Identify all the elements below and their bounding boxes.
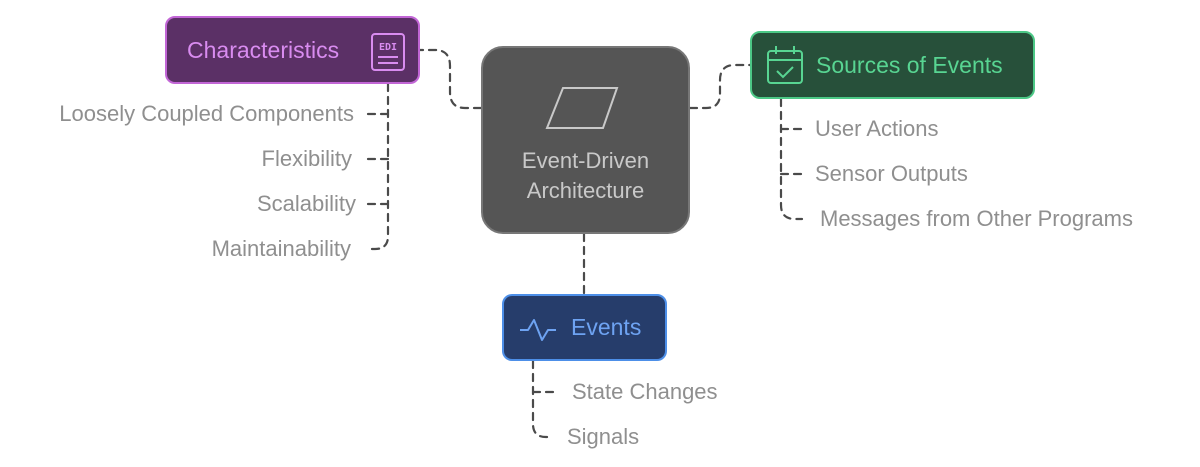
connector-center-characteristics <box>418 48 483 110</box>
sources-item-1: User Actions <box>815 116 939 141</box>
connector-sources-branch <box>779 97 804 221</box>
events-title: Events <box>571 314 642 340</box>
sources-title: Sources of Events <box>816 51 1003 78</box>
connector-center-sources <box>688 63 752 110</box>
parallelogram-icon <box>545 87 619 129</box>
center-title-line-1: Event-Driven <box>521 148 650 173</box>
sources-item-2: Sensor Outputs <box>815 161 968 186</box>
characteristics-node[interactable]: Characteristics EDI <box>165 16 420 84</box>
edi-icon-text: EDI <box>379 42 397 53</box>
events-item-1: State Changes <box>572 379 718 404</box>
center-node[interactable]: Event-Driven Architecture <box>481 46 690 234</box>
characteristics-item-1: Loosely Coupled Components <box>59 101 354 126</box>
events-item-2: Signals <box>567 424 640 449</box>
edi-document-icon: EDI <box>371 33 405 71</box>
sources-item-3: Messages from Other Programs <box>820 206 1133 231</box>
events-node[interactable]: Events <box>502 294 667 361</box>
characteristics-item-4: Maintainability <box>211 236 351 261</box>
sources-node[interactable]: Sources of Events <box>750 31 1035 99</box>
center-title-line-2: Architecture <box>526 178 645 203</box>
connector-characteristics-branch <box>366 82 390 251</box>
calendar-check-icon <box>767 46 803 84</box>
characteristics-item-3: Scalability <box>256 191 356 216</box>
center-title: Event-Driven Architecture <box>483 146 688 206</box>
pulse-icon <box>520 319 556 341</box>
connector-events-branch <box>531 359 555 439</box>
characteristics-title: Characteristics <box>187 36 340 63</box>
characteristics-item-2: Flexibility <box>261 146 352 171</box>
